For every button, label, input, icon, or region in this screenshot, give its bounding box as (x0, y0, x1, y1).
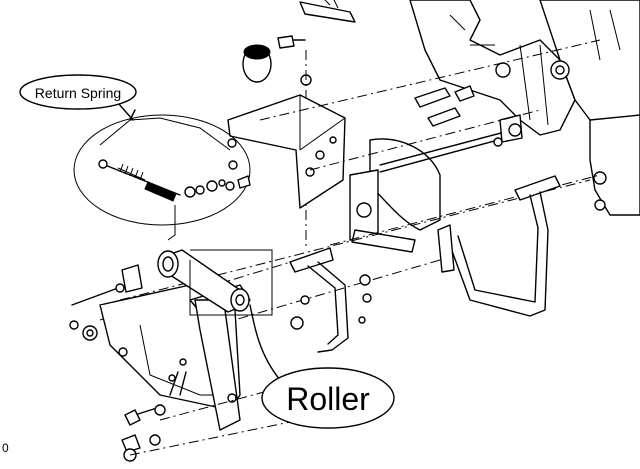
return-spring-label: Return Spring (35, 85, 121, 101)
roller-callout: Roller (249, 304, 395, 429)
hardware-fasteners (69, 283, 301, 462)
upper-bracket-plate (227, 94, 346, 209)
roller-label: Roller (286, 381, 370, 417)
brake-arm-plate (349, 138, 441, 253)
brake-pedal (289, 247, 372, 353)
top-bracket (242, 0, 356, 250)
return-spring-detail (73, 109, 251, 241)
clutch-pedal (437, 175, 561, 317)
transmission-housing (409, 0, 640, 216)
pivot-arm (121, 249, 273, 316)
page-number: 0 (2, 441, 9, 455)
return-spring-callout: Return Spring (19, 74, 137, 121)
